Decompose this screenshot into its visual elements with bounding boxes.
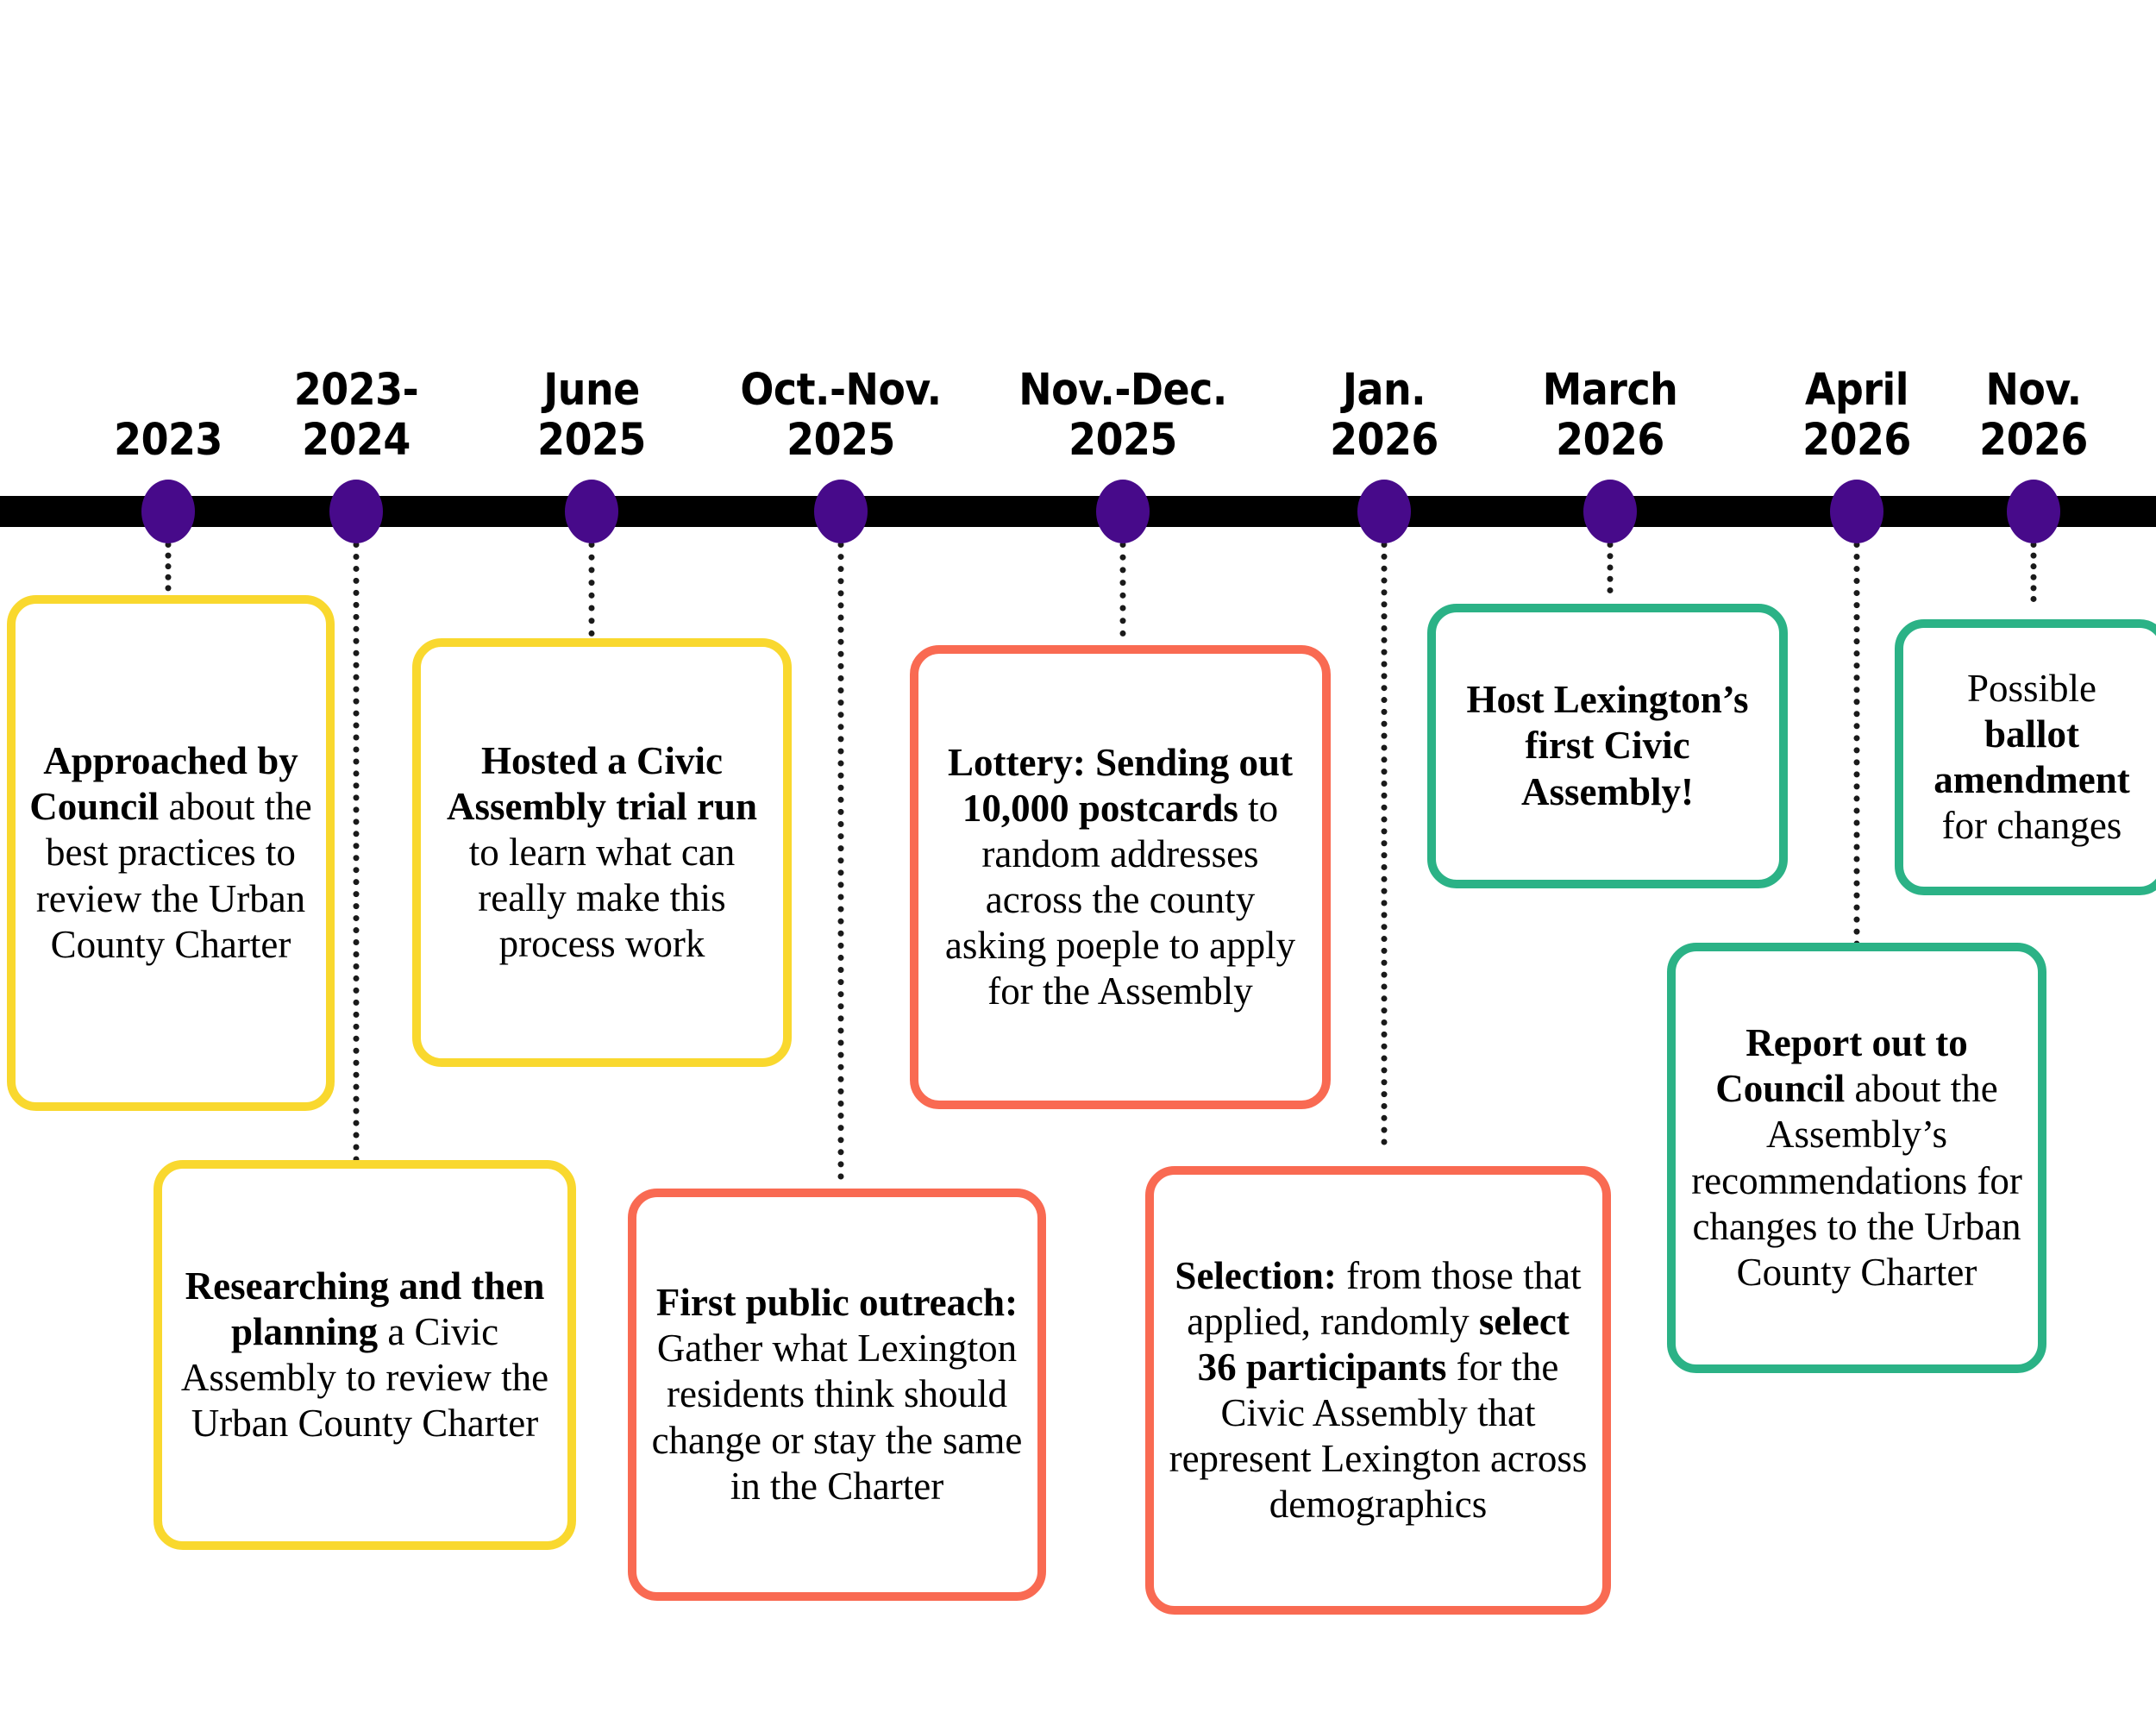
date-label-m4: Oct.-Nov.2025: [740, 365, 942, 466]
date-label-line: Oct.-Nov.: [740, 365, 942, 416]
milestone-card-text: Lottery: Sending out 10,000 postcards to…: [932, 740, 1308, 1015]
timeline-node-dot-m4[interactable]: [814, 480, 868, 543]
emphasis-text: Lottery: Sending out 10,000 postcards: [947, 740, 1293, 830]
date-label-line: 2025: [787, 414, 895, 466]
connector-line-m7: [1607, 542, 1614, 593]
date-label-line: March: [1542, 365, 1678, 416]
timeline-node-dot-m9[interactable]: [2007, 480, 2060, 543]
body-text: Gather what Lexington residents think sh…: [651, 1327, 1023, 1508]
date-label-line: 2026: [1979, 414, 2088, 466]
milestone-card-m8[interactable]: Report out to Council about the Assembly…: [1667, 943, 2046, 1373]
emphasis-text: First public outreach:: [655, 1281, 1018, 1325]
date-label-m5: Nov.-Dec.2025: [1018, 366, 1227, 465]
date-label-m6: Jan.2026: [1330, 366, 1438, 465]
timeline-node-dot-m7[interactable]: [1583, 480, 1637, 543]
milestone-card-text: Hosted a Civic Assembly trial run to lea…: [435, 738, 769, 967]
timeline-node-dot-m5[interactable]: [1096, 480, 1150, 543]
milestone-card-m7[interactable]: Host Lexington’s first Civic Assembly!: [1427, 604, 1788, 888]
date-label-line: 2025: [1069, 414, 1177, 466]
emphasis-text: Host Lexington’s first Civic Assembly!: [1466, 678, 1749, 813]
emphasis-text: Researching and then planning: [185, 1264, 545, 1353]
milestone-card-m6[interactable]: Selection: from those that applied, rand…: [1145, 1166, 1611, 1615]
connector-line-m8: [1853, 542, 1860, 947]
milestone-card-text: Approached by Council about the best pra…: [29, 738, 312, 967]
date-label-m9: Nov.2026: [1979, 366, 2088, 465]
body-text: for changes: [1941, 804, 2122, 848]
timeline-node-dot-m1[interactable]: [141, 480, 195, 543]
milestone-card-text: Possible ballot amendment for changes: [1917, 666, 2147, 849]
date-label-line: Nov.-Dec.: [1018, 365, 1227, 416]
emphasis-text: Hosted a Civic Assembly trial run: [447, 738, 757, 828]
date-label-line: 2026: [1802, 414, 1911, 466]
date-label-line: 2026: [1556, 414, 1664, 466]
date-label-m1: 2023: [114, 416, 222, 466]
timeline-node-dot-m3[interactable]: [565, 480, 618, 543]
milestone-card-text: Selection: from those that applied, rand…: [1168, 1253, 1589, 1528]
milestone-card-text: Host Lexington’s first Civic Assembly!: [1450, 677, 1765, 814]
date-label-line: Jan.: [1342, 365, 1426, 416]
connector-line-m6: [1381, 542, 1388, 1145]
milestone-card-text: First public outreach: Gather what Lexin…: [650, 1280, 1024, 1509]
date-label-line: April: [1805, 365, 1908, 416]
connector-line-m5: [1119, 542, 1126, 637]
emphasis-text: ballot amendment: [1934, 712, 2130, 801]
milestone-card-m1[interactable]: Approached by Council about the best pra…: [7, 595, 335, 1111]
body-text: about the Assembly’s recommendations for…: [1691, 1067, 2022, 1294]
date-label-line: 2023-: [293, 365, 419, 416]
emphasis-text: Selection:: [1175, 1253, 1337, 1297]
milestone-card-m9[interactable]: Possible ballot amendment for changes: [1895, 619, 2156, 895]
connector-line-m9: [2030, 542, 2037, 602]
timeline-node-dot-m8[interactable]: [1830, 480, 1883, 543]
date-label-line: 2023: [114, 415, 222, 466]
body-text: from those that applied, randomly: [1187, 1253, 1582, 1343]
body-text: Possible: [1966, 666, 2097, 710]
milestone-card-m5[interactable]: Lottery: Sending out 10,000 postcards to…: [910, 645, 1331, 1109]
body-text: for the Civic Assembly that represent Le…: [1169, 1345, 1588, 1527]
emphasis-text: Report out to Council: [1715, 1021, 1968, 1111]
date-label-m2: 2023-2024: [293, 365, 419, 466]
date-label-line: 2026: [1330, 414, 1438, 466]
date-label-line: 2025: [537, 414, 646, 466]
date-label-line: June: [543, 365, 640, 416]
timeline-node-dot-m6[interactable]: [1357, 480, 1411, 543]
milestone-card-m3[interactable]: Hosted a Civic Assembly trial run to lea…: [412, 638, 792, 1067]
emphasis-text: select 36 participants: [1197, 1299, 1570, 1389]
body-text: a Civic Assembly to review the Urban Cou…: [180, 1309, 549, 1446]
connector-line-m1: [165, 542, 172, 602]
date-label-line: Nov.: [1985, 365, 2082, 416]
connector-line-m2: [353, 542, 360, 1163]
milestone-card-text: Report out to Council about the Assembly…: [1689, 1020, 2024, 1295]
body-text: about the best practices to review the U…: [35, 785, 312, 966]
connector-line-m4: [837, 542, 844, 1180]
emphasis-text: Approached by Council: [29, 739, 298, 829]
milestone-card-m2[interactable]: Researching and then planning a Civic As…: [154, 1160, 576, 1550]
milestone-card-text: Researching and then planning a Civic As…: [176, 1264, 554, 1446]
timeline-node-dot-m2[interactable]: [329, 480, 383, 543]
body-text: to learn what can really make this proce…: [468, 830, 736, 966]
date-label-line: 2024: [302, 414, 411, 466]
connector-line-m3: [588, 542, 595, 637]
body-text: to random addresses across the county as…: [944, 786, 1296, 1013]
milestone-card-m4[interactable]: First public outreach: Gather what Lexin…: [628, 1189, 1046, 1601]
